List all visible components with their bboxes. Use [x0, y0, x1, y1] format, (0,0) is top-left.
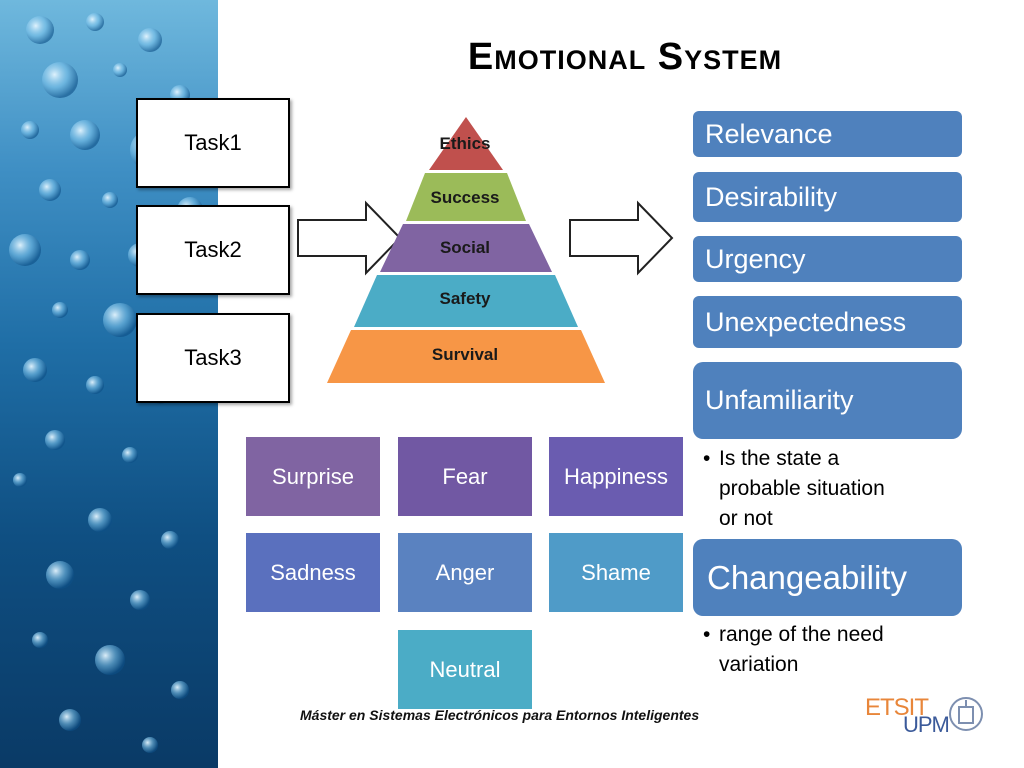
emotion-surprise: Surprise [246, 437, 380, 516]
bullet-line: range of the need [719, 623, 884, 646]
criterion-relevance: Relevance [693, 111, 962, 157]
emotion-neutral: Neutral [398, 630, 532, 709]
emotion-happiness: Happiness [549, 437, 683, 516]
footer-text: Máster en Sistemas Electrónicos para Ent… [300, 707, 700, 723]
arrow-icon [297, 200, 402, 276]
bullet-line: or not [719, 507, 773, 530]
bullet-line: variation [719, 653, 799, 676]
emotion-shame: Shame [549, 533, 683, 612]
pyramid-label-social: Social [439, 238, 491, 257]
pyramid-level-success [406, 173, 526, 221]
pyramid-level-safety [354, 275, 578, 327]
arrow-icon [569, 200, 674, 276]
pyramid-label-ethics: Ethics [439, 134, 491, 153]
criterion-unexpectedness: Unexpectedness [693, 296, 962, 348]
emotion-sadness: Sadness [246, 533, 380, 612]
bullet-line: Is the state a [719, 447, 840, 470]
pyramid-label-success: Success [430, 188, 500, 207]
task-box-2: Task2 [136, 205, 290, 295]
pyramid-level-survival [327, 330, 605, 383]
bullet-unfamiliarity: • Is the state a probable situation or n… [703, 444, 885, 534]
criterion-unfamiliarity: Unfamiliarity [693, 362, 962, 439]
upm-logo: UPM [903, 712, 950, 737]
upm-crest-icon [949, 697, 983, 731]
pyramid-label-survival: Survival [431, 345, 499, 364]
pyramid-level-ethics [429, 117, 503, 170]
pyramid-level-social [380, 224, 552, 272]
slide-title: Emotional System [467, 36, 783, 78]
task-box-3: Task3 [136, 313, 290, 403]
bullet-changeability: • range of the need variation [703, 620, 884, 680]
bullet-line: probable situation [719, 477, 885, 500]
bullet-dot: • [703, 447, 711, 470]
task-box-1: Task1 [136, 98, 290, 188]
etsit-logo: ETSIT [865, 694, 929, 721]
needs-pyramid [327, 117, 605, 383]
criterion-urgency: Urgency [693, 236, 962, 282]
pyramid-label-safety: Safety [439, 289, 491, 308]
bullet-dot: • [703, 623, 711, 646]
emotion-anger: Anger [398, 533, 532, 612]
criterion-changeability: Changeability [693, 539, 962, 616]
emotion-fear: Fear [398, 437, 532, 516]
criterion-desirability: Desirability [693, 172, 962, 222]
